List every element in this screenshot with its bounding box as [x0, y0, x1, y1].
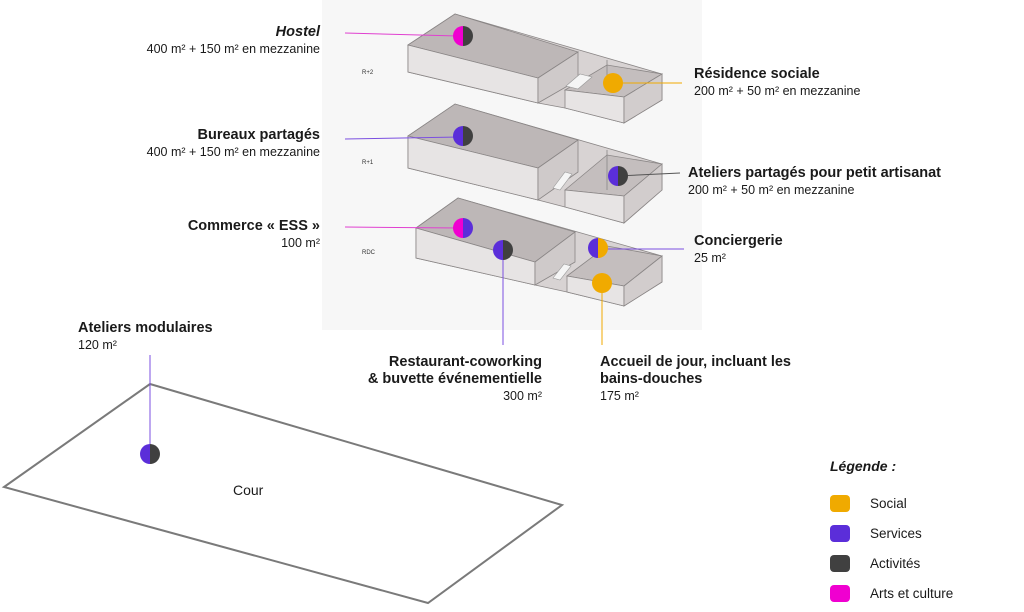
label-accueil: Accueil de jour, incluant les bains-douc…	[600, 354, 791, 405]
marker-restaurant	[493, 240, 513, 260]
label-restaurant-title-2: & buvette événementielle	[367, 371, 542, 387]
legend-title: Légende :	[830, 458, 897, 474]
label-restaurant: Restaurant-coworking & buvette événement…	[368, 354, 542, 405]
marker-hostel	[453, 26, 473, 46]
label-accueil-title-1: Accueil de jour, incluant les	[600, 354, 791, 370]
label-bureaux: Bureaux partagés 400 m² + 150 m² en mezz…	[147, 127, 320, 161]
label-commerce: Commerce « ESS » 100 m²	[188, 218, 320, 252]
label-ateliers-modulaires-title: Ateliers modulaires	[78, 320, 213, 336]
marker-accueil	[592, 273, 612, 293]
legend-swatch-social	[830, 494, 850, 512]
label-conciergerie: Conciergerie 25 m²	[694, 233, 783, 267]
leader-bureaux	[344, 136, 461, 140]
marker-bureaux	[453, 126, 473, 146]
leader-ateliers-partages	[617, 172, 681, 177]
label-residence: Résidence sociale 200 m² + 50 m² en mezz…	[694, 66, 860, 100]
label-residence-area: 200 m² + 50 m² en mezzanine	[694, 84, 861, 98]
legend-label-arts: Arts et culture	[870, 585, 954, 601]
legend-item-arts: Arts et culture	[830, 578, 953, 608]
legend: Légende : Social Services Activités Arts…	[830, 458, 953, 608]
label-accueil-title-2: bains-douches	[600, 371, 703, 387]
label-ateliers-partages: Ateliers partagés pour petit artisanat 2…	[688, 165, 941, 199]
label-accueil-area: 175 m²	[600, 389, 639, 403]
legend-swatch-activites	[830, 554, 850, 572]
label-hostel-title: Hostel	[275, 24, 320, 40]
label-ateliers-modulaires-area: 120 m²	[78, 338, 117, 352]
label-ateliers-modulaires: Ateliers modulaires 120 m²	[78, 320, 213, 354]
label-hostel-area: 400 m² + 150 m² en mezzanine	[146, 42, 320, 56]
legend-swatch-arts	[830, 584, 850, 602]
label-residence-title: Résidence sociale	[694, 66, 820, 82]
marker-commerce	[453, 218, 473, 238]
marker-residence	[603, 73, 623, 93]
label-commerce-title: Commerce « ESS »	[187, 218, 320, 234]
label-restaurant-area: 300 m²	[503, 389, 542, 403]
legend-label-activites: Activités	[870, 555, 921, 571]
leader-hostel	[344, 32, 459, 37]
legend-label-services: Services	[870, 525, 922, 541]
floor-tag-r1: R+1	[362, 160, 374, 166]
label-restaurant-title-1: Restaurant-coworking	[388, 354, 542, 370]
label-conciergerie-area: 25 m²	[694, 251, 726, 265]
courtyard-outline	[1, 382, 565, 605]
legend-item-services: Services	[830, 518, 953, 548]
floor-tag-r2: R+2	[362, 70, 374, 76]
marker-ateliers-modulaires	[140, 444, 160, 464]
legend-label-social: Social	[870, 495, 907, 511]
legend-item-social: Social	[830, 488, 953, 518]
marker-conciergerie	[588, 238, 608, 258]
label-bureaux-title: Bureaux partagés	[197, 127, 321, 143]
label-hostel: Hostel 400 m² + 150 m² en mezzanine	[147, 24, 320, 58]
legend-swatch-services	[830, 524, 850, 542]
courtyard-label: Cour	[233, 482, 264, 498]
leader-commerce	[344, 226, 461, 229]
label-ateliers-partages-title: Ateliers partagés pour petit artisanat	[688, 165, 942, 181]
legend-item-activites: Activités	[830, 548, 953, 578]
marker-ateliers-partages	[608, 166, 628, 186]
label-conciergerie-title: Conciergerie	[694, 233, 783, 249]
label-ateliers-partages-area: 200 m² + 50 m² en mezzanine	[688, 183, 855, 197]
label-commerce-area: 100 m²	[281, 236, 320, 250]
label-bureaux-area: 400 m² + 150 m² en mezzanine	[146, 145, 320, 159]
floor-tag-rdc: RDC	[362, 250, 375, 256]
